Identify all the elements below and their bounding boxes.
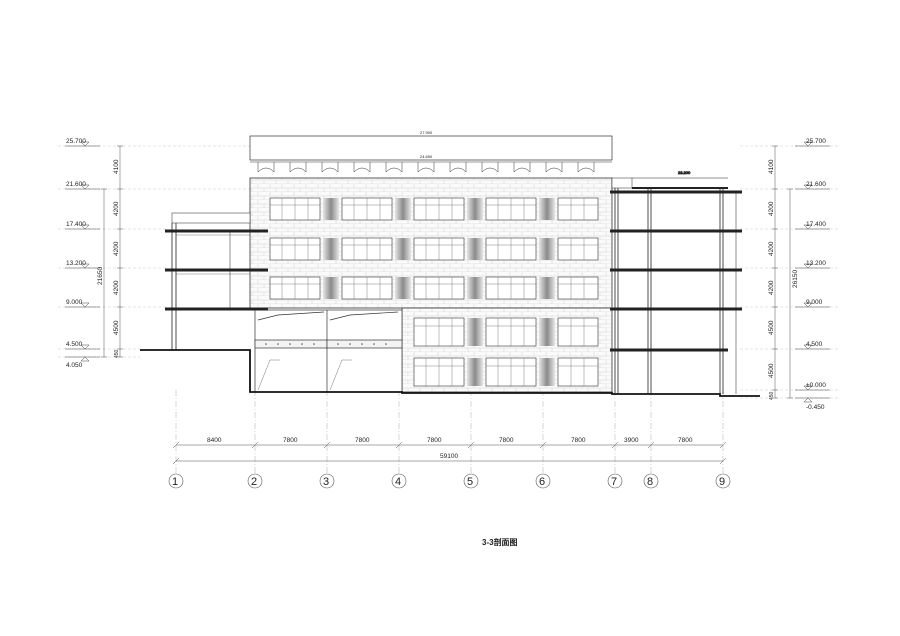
- right-dim-0: 4100: [768, 159, 775, 174]
- axis-label-1: 1: [172, 476, 178, 488]
- left-level-2: 17.400: [66, 221, 86, 228]
- right-dim-4: 4500: [768, 320, 775, 335]
- left-level-markers: 25.700 21.600 17.400 13.200 9.000 4.500 …: [58, 138, 250, 369]
- roof-ridge-level: 27.900: [420, 130, 433, 135]
- left-dim-0: 4100: [113, 159, 120, 174]
- left-dim-1: 4200: [113, 201, 120, 216]
- right-level-3: 13.200: [806, 260, 826, 267]
- axis-label-4: 4: [395, 476, 401, 488]
- right-level-5: 4.500: [806, 341, 823, 348]
- bay-dim-4: 7800: [499, 437, 514, 444]
- axis-bubbles: [168, 473, 731, 489]
- drawing-title: 3-3剖面图: [482, 537, 518, 547]
- right-level-0: 25.700: [806, 138, 826, 145]
- bay-dim-2: 7800: [355, 437, 370, 444]
- bay-dimension-chain: [172, 441, 727, 465]
- left-level-4: 9.000: [66, 299, 83, 306]
- left-dim-3: 4200: [113, 280, 120, 295]
- right-roof-level: 23.200: [678, 170, 691, 175]
- axis-label-8: 8: [647, 476, 653, 488]
- right-level-7: -0.450: [806, 404, 825, 411]
- building-section: 27.900 24.650: [140, 130, 760, 397]
- right-level-6: ±0.000: [806, 382, 826, 389]
- left-level-0: 25.700: [66, 138, 86, 145]
- left-level-5: 4.500: [66, 341, 83, 348]
- axis-label-2: 2: [251, 476, 257, 488]
- axis-label-3: 3: [323, 476, 329, 488]
- left-dim-2: 4200: [113, 241, 120, 256]
- right-dim-6: 450: [769, 391, 775, 400]
- right-dim-3: 4200: [768, 280, 775, 295]
- bay-dim-6: 3900: [624, 437, 639, 444]
- bay-dim-5: 7800: [571, 437, 586, 444]
- bay-dim-0: 8400: [207, 437, 222, 444]
- left-total-dim: 21650: [97, 267, 104, 285]
- right-level-1: 21.600: [806, 181, 826, 188]
- right-dim-2: 4200: [768, 241, 775, 256]
- bay-dim-3: 7800: [427, 437, 442, 444]
- axis-label-9: 9: [719, 476, 725, 488]
- roof-eave-level: 24.650: [420, 154, 433, 159]
- left-dim-5: 450: [114, 349, 120, 358]
- left-level-6: 4.050: [66, 362, 83, 369]
- axis-label-5: 5: [467, 476, 473, 488]
- bay-dim-1: 7800: [283, 437, 298, 444]
- left-dim-4: 4500: [113, 320, 120, 335]
- right-level-4: 9.000: [806, 299, 823, 306]
- bay-dim-7: 7800: [678, 437, 693, 444]
- left-storey-dimensions: [101, 145, 123, 358]
- right-storey-dimensions: [772, 145, 793, 399]
- axis-label-7: 7: [611, 476, 617, 488]
- axis-label-6: 6: [539, 476, 545, 488]
- axis-grid-lines: [175, 390, 724, 478]
- left-level-3: 13.200: [66, 260, 86, 267]
- right-level-2: 17.400: [806, 221, 826, 228]
- left-level-1: 21.600: [66, 181, 86, 188]
- right-dim-1: 4200: [768, 201, 775, 216]
- right-dim-5: 4500: [768, 363, 775, 378]
- overall-dim: 59100: [440, 453, 458, 460]
- right-total-dim: 26150: [792, 270, 799, 288]
